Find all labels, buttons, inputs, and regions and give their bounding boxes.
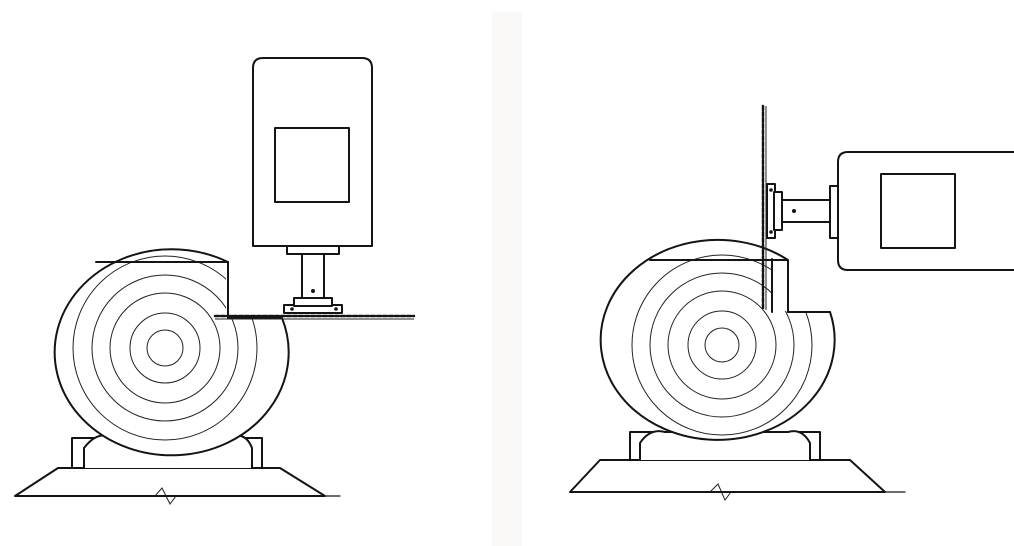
base-plate <box>14 467 341 505</box>
motor-housing-horizontal <box>829 151 1014 271</box>
motor-housing-vertical <box>252 57 373 255</box>
panel-divider <box>492 12 522 546</box>
log-cross-section <box>53 248 290 457</box>
log-cross-section <box>599 238 836 441</box>
saw-blade-horizontal <box>213 314 416 320</box>
motor-shaft <box>781 199 833 223</box>
blade-flange <box>766 183 783 239</box>
blade-flange <box>283 297 343 314</box>
left-panel-vertical-saw <box>14 57 416 505</box>
right-panel-horizontal-saw <box>569 104 1014 501</box>
base-plate <box>569 459 906 501</box>
motor-shaft <box>301 251 325 299</box>
